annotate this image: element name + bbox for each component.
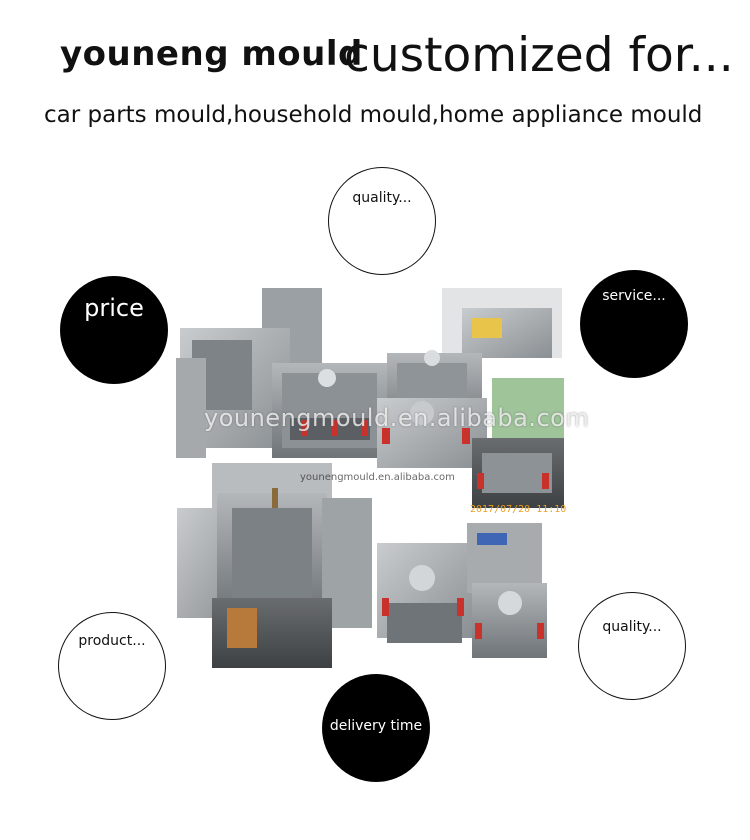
delivery-time-circle: delivery time bbox=[322, 674, 430, 782]
quality-label-top: quality... bbox=[352, 190, 412, 206]
mould-photo-collage bbox=[176, 288, 564, 668]
mould-image-2 bbox=[377, 288, 564, 508]
brand-title: youneng mould bbox=[60, 34, 363, 74]
quality-circle-right: quality... bbox=[578, 592, 686, 700]
mould-image-1 bbox=[176, 288, 392, 458]
service-label: service... bbox=[602, 288, 666, 304]
price-circle: price bbox=[60, 276, 168, 384]
quality-label-right: quality... bbox=[602, 619, 662, 635]
product-label: product... bbox=[78, 633, 146, 649]
delivery-time-label: delivery time bbox=[329, 718, 423, 734]
photo-watermark: younengmould.en.alibaba.com bbox=[204, 404, 590, 432]
price-label: price bbox=[84, 294, 144, 322]
quality-circle-top: quality... bbox=[328, 167, 436, 275]
photo-timestamp: 2017/07/20 11:10 bbox=[470, 504, 567, 515]
product-circle: product... bbox=[58, 612, 166, 720]
mould-image-3 bbox=[177, 463, 372, 668]
subline: car parts mould,household mould,home app… bbox=[44, 102, 703, 128]
photo-watermark-small: younengmould.en.alibaba.com bbox=[300, 472, 455, 483]
mould-image-4 bbox=[377, 523, 547, 658]
headline: customized for... bbox=[344, 28, 734, 83]
service-circle: service... bbox=[580, 270, 688, 378]
